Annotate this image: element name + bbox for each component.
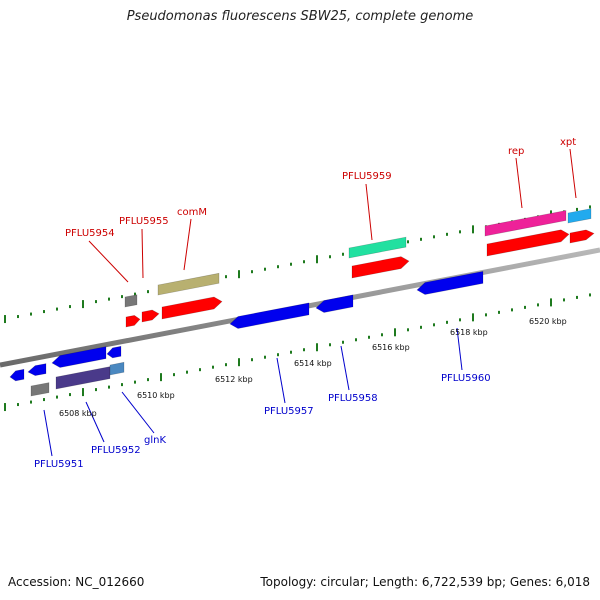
gene-PFLU5955[interactable] — [141, 309, 160, 323]
scale-labels: 6508 kbp 6510 kbp 6512 kbp 6514 kbp 6516… — [59, 317, 567, 418]
leader-line — [183, 218, 192, 271]
leader-line — [276, 357, 286, 404]
cds-arrow[interactable] — [161, 296, 223, 320]
gene-glnK[interactable] — [109, 361, 125, 376]
leader-line — [340, 345, 350, 391]
cds-arrow[interactable] — [569, 229, 595, 244]
label-PFLU5958[interactable]: PFLU5958 — [328, 393, 378, 404]
label-PFLU5951[interactable]: PFLU5951 — [34, 459, 84, 470]
label-rep[interactable]: rep — [508, 146, 524, 157]
map-title: Pseudomonas fluorescens SBW25, complete … — [126, 9, 474, 24]
leader-line — [43, 409, 53, 457]
leader-lines — [43, 148, 577, 457]
scale-label: 6518 kbp — [450, 328, 488, 337]
accession-text: Accession: NC_012660 — [8, 575, 145, 589]
scale-label: 6514 kbp — [294, 359, 332, 368]
cds-arrow[interactable] — [9, 368, 25, 382]
label-PFLU5959[interactable]: PFLU5959 — [342, 171, 392, 182]
gene-PFLU5960[interactable] — [416, 271, 484, 295]
genome-summary-text: Topology: circular; Length: 6,722,539 bp… — [260, 575, 590, 589]
cds-arrow[interactable] — [486, 229, 570, 257]
leader-line — [515, 157, 523, 209]
gene-PFLU5957[interactable] — [229, 302, 310, 329]
leader-line — [569, 148, 577, 199]
label-PFLU5955[interactable]: PFLU5955 — [119, 216, 169, 227]
scale-label: 6512 kbp — [215, 375, 253, 384]
scale-label: 6516 kbp — [372, 343, 410, 352]
cds-arrow[interactable] — [106, 345, 122, 359]
leader-line — [365, 183, 373, 241]
cds-arrow[interactable] — [125, 315, 141, 328]
gene-xpt[interactable] — [567, 208, 592, 224]
cds-arrow[interactable] — [51, 346, 107, 368]
label-PFLU5954[interactable]: PFLU5954 — [65, 228, 115, 239]
leader-line — [456, 327, 463, 371]
cds-arrow[interactable] — [351, 256, 410, 279]
gene-PFLU5954[interactable] — [124, 294, 138, 308]
leader-line — [88, 240, 129, 283]
leader-line — [121, 391, 155, 434]
label-comM[interactable]: comM — [177, 207, 207, 218]
label-xpt[interactable]: xpt — [560, 137, 576, 148]
label-PFLU5957[interactable]: PFLU5957 — [264, 406, 314, 417]
label-glnK[interactable]: glnK — [144, 435, 166, 446]
scale-label: 6508 kbp — [59, 409, 97, 418]
gene-PFLU5952[interactable] — [55, 366, 111, 390]
scale-label: 6520 kbp — [529, 317, 567, 326]
gene-features — [9, 208, 595, 397]
leader-line — [85, 401, 105, 443]
gene-comM[interactable] — [157, 272, 220, 296]
gene-PFLU5951[interactable] — [30, 382, 50, 397]
feature-labels: PFLU5954 PFLU5955 comM PFLU5959 rep xpt … — [34, 137, 576, 470]
label-PFLU5960[interactable]: PFLU5960 — [441, 373, 491, 384]
leader-line — [141, 228, 144, 279]
gene-rep[interactable] — [484, 210, 567, 237]
cds-arrow[interactable] — [27, 363, 47, 376]
gene-PFLU5958[interactable] — [315, 294, 354, 313]
gene-PFLU5959[interactable] — [348, 236, 407, 259]
scale-label: 6510 kbp — [137, 391, 175, 400]
label-PFLU5952[interactable]: PFLU5952 — [91, 445, 141, 456]
